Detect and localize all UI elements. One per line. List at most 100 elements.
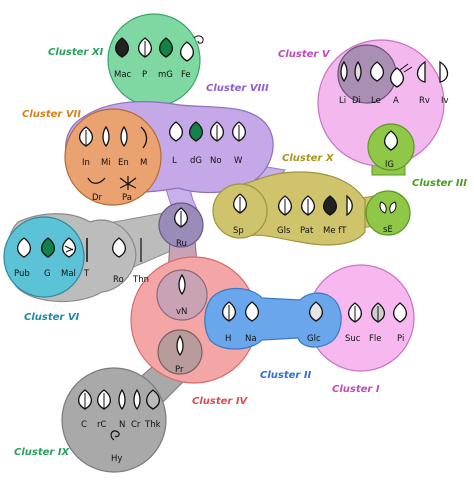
node-label: A xyxy=(393,96,399,106)
node-label: Fe xyxy=(181,70,191,80)
node-label: Pa xyxy=(122,193,132,203)
cluster-xi-label: Cluster XI xyxy=(48,47,104,58)
node-label: sE xyxy=(383,225,393,235)
cluster-ii-shape xyxy=(204,287,342,350)
node-en: En xyxy=(118,126,129,168)
node-c: C xyxy=(77,389,93,430)
node-suc: Suc xyxy=(345,302,363,344)
node-label: M xyxy=(140,158,147,168)
node-pr: Pr xyxy=(175,335,184,375)
node-dg: dG xyxy=(188,121,204,166)
cluster-vii-label: Cluster VII xyxy=(22,109,81,120)
node-label: Suc xyxy=(345,334,361,344)
node-l: L xyxy=(168,121,184,166)
node-gls: Gls xyxy=(277,195,293,236)
node-label: Hy xyxy=(111,454,122,464)
node-pi: Pi xyxy=(392,302,408,344)
node-ru: Ru xyxy=(173,207,189,249)
node-label: vN xyxy=(176,307,187,317)
cluster-vi-label: Cluster VI xyxy=(24,312,80,323)
node-m: M xyxy=(140,126,148,168)
node-lg: lG xyxy=(383,130,399,170)
node-iv: Iv xyxy=(439,60,449,106)
node-na: Na xyxy=(244,301,260,344)
curl-icon xyxy=(399,63,413,73)
node-se: sE xyxy=(379,201,397,235)
node-label: Pub xyxy=(14,269,30,279)
node-vn: vN xyxy=(176,274,187,317)
node-label: Pr xyxy=(175,365,184,375)
leaf-narrow-icon xyxy=(340,61,348,82)
cluster-iv-label: Cluster IV xyxy=(192,396,249,407)
nodes: Mac P mG Fe Li Di Le xyxy=(14,35,449,464)
node-a: A xyxy=(389,63,413,106)
node-label: Thk xyxy=(144,420,161,430)
node-label: mG xyxy=(158,70,173,80)
leaf-narrow-icon xyxy=(102,126,110,147)
node-label: W xyxy=(234,156,243,166)
cluster-iii-bottom-circle xyxy=(365,190,411,236)
node-label: In xyxy=(82,158,90,168)
node-label: C xyxy=(81,420,87,430)
cluster-ix-label: Cluster IX xyxy=(14,447,71,458)
node-label: Di xyxy=(352,96,361,106)
node-mac: Mac xyxy=(114,37,132,80)
node-mi: Mi xyxy=(101,126,111,168)
leaf-narrow-icon xyxy=(133,389,141,410)
node-label: Thn xyxy=(132,275,149,285)
node-label: Le xyxy=(371,96,381,106)
node-li: Li xyxy=(339,61,348,106)
node-hy: Hy xyxy=(110,430,122,464)
node-mg: mG xyxy=(158,37,174,80)
node-label: No xyxy=(210,156,222,166)
cluster-viii-label: Cluster VIII xyxy=(206,83,269,94)
node-rv: Rv xyxy=(416,60,430,106)
node-label: L xyxy=(172,156,177,166)
node-h: H xyxy=(221,301,237,344)
node-label: Pi xyxy=(397,334,404,344)
node-label: Dr xyxy=(92,193,103,203)
node-glc: Glc xyxy=(307,301,324,344)
node-w: W xyxy=(231,121,247,166)
cluster-vi-circle xyxy=(3,216,85,298)
cluster-labels: Cluster XI Cluster V Cluster VII Cluster… xyxy=(14,47,467,458)
node-fle: Fle xyxy=(369,302,386,344)
leaf-narrow-icon xyxy=(178,274,186,295)
swirl-icon xyxy=(193,35,204,44)
node-label: En xyxy=(118,158,129,168)
leaf-lobed-icon xyxy=(346,194,353,217)
node-dr: Dr xyxy=(87,177,106,203)
node-label: Iv xyxy=(441,96,449,106)
node-label: P xyxy=(142,70,147,80)
node-mal: Mal xyxy=(61,237,77,279)
node-label: Mal xyxy=(61,269,76,279)
node-label: Ru xyxy=(176,239,187,249)
node-g: G xyxy=(40,237,56,279)
node-sp: Sp xyxy=(232,193,248,236)
node-label: Gls xyxy=(277,226,291,236)
node-pub: Pub xyxy=(14,237,32,279)
node-label: Rv xyxy=(419,96,430,106)
node-label: Pat xyxy=(300,226,314,236)
leaf-lobed-icon xyxy=(416,60,426,83)
curl-icon xyxy=(110,430,120,441)
leaf-narrow-icon xyxy=(354,61,362,82)
node-p: P xyxy=(137,37,153,80)
node-label: rC xyxy=(97,420,106,430)
leaf-lobed-icon xyxy=(439,60,449,83)
leaf-narrow-icon xyxy=(140,126,148,149)
node-ro: Ro xyxy=(111,237,127,285)
node-fe: Fe xyxy=(179,35,204,80)
leaf-outline-icon xyxy=(87,177,106,184)
leaf-narrow-icon xyxy=(118,389,126,410)
node-rc: rC xyxy=(96,389,112,430)
leaf-narrow-icon xyxy=(120,126,128,147)
node-label: Glc xyxy=(307,334,321,344)
node-label: dG xyxy=(190,156,202,166)
node-pat: Pat xyxy=(300,195,316,236)
node-label: Sp xyxy=(233,226,244,236)
leaf-narrow-icon xyxy=(176,335,184,356)
node-in: In xyxy=(78,126,94,168)
node-thn: Thn xyxy=(132,238,149,285)
